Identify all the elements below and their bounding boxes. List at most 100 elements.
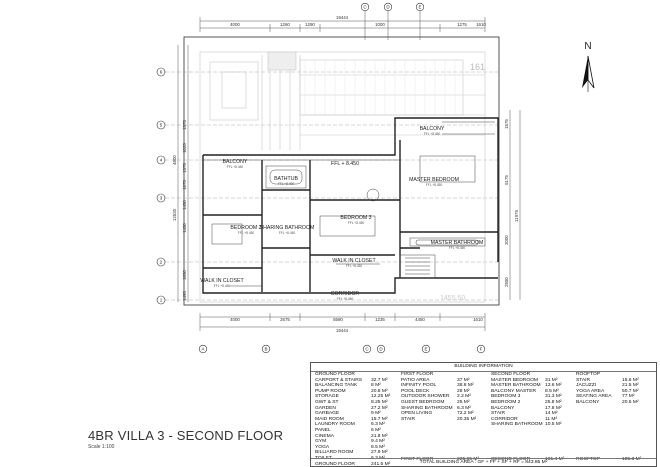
first-row-label: OUTDOOR SHOWER <box>401 394 450 400</box>
grid-col-a: A <box>201 347 204 352</box>
bottom-dim-5: 4450 <box>415 317 425 322</box>
bottom-grid-bubbles <box>198 344 486 354</box>
ground-row-value: 12.25 M² <box>371 394 391 400</box>
ground-row-label: STORAGE <box>315 394 339 400</box>
ground-row-label: GYM <box>315 439 327 445</box>
ground-row-value: 32.7 M² <box>371 377 388 383</box>
ground-row-label: YOGA <box>315 444 330 450</box>
ground-row-value: 8.25 M² <box>371 399 388 405</box>
second-floor-header: SECOND FLOOR <box>491 372 531 377</box>
second-row-value: 11 M² <box>545 416 558 422</box>
right-dim-1: 1575 <box>504 119 509 129</box>
first-row: STAIR 20.35 M² <box>401 417 489 423</box>
room-walk-in-closet-right-ffl: FFL +8.450 <box>346 264 362 268</box>
ground-row-value: 21.8 M² <box>371 433 388 439</box>
room-walk-in-closet-left-ffl: FFL +8.450 <box>214 284 230 288</box>
ground-row-label: GROUND FLOOR <box>315 461 355 467</box>
left-dim-9: 1850 <box>182 270 187 280</box>
rooftop-row-value: 21.5 M² <box>622 383 639 389</box>
room-ffl-marker: FFL + 8.450 <box>331 161 359 167</box>
building-information-title: BUILDING INFORMATION <box>311 363 656 372</box>
second-row-label: SHARING BATHROOM <box>491 422 543 428</box>
first-row-value: 20.35 M² <box>457 416 477 422</box>
left-dimension-chain <box>177 45 189 302</box>
second-row-value: 13.6 M² <box>545 383 562 389</box>
rooftop-row-label: STAIR <box>576 377 591 383</box>
ground-row-label: MAID ROOM <box>315 416 344 422</box>
ground-row-value: 20.8 M² <box>371 388 388 394</box>
right-dim-5: 2550 <box>504 277 509 287</box>
first-row-value: 72.2 M² <box>457 411 474 417</box>
right-dim-2: 5175 <box>504 175 509 185</box>
ground-row-value: 6.3 M² <box>371 422 385 428</box>
second-row-value: 31 M² <box>545 377 558 383</box>
top-dim-5: 1610 <box>476 22 486 27</box>
right-dimension-chain <box>509 110 521 300</box>
second-floor-total-label: SECOND FLOOR <box>491 457 531 462</box>
room-master-bathroom: MASTER BATHROOM <box>431 240 484 246</box>
grid-row-5: 5 <box>160 123 163 128</box>
second-row-value: 17.8 M² <box>545 405 562 411</box>
room-bathtub-ffl: FFL +8.490 <box>278 182 294 186</box>
bottom-dim-4: 1235 <box>375 317 385 322</box>
rooftop-row-label: YOGA AREA <box>576 388 605 394</box>
ground-row-value: 6 M² <box>371 427 381 433</box>
ground-row-label: PANEL <box>315 427 331 433</box>
second-row-label: BEDROOM 2 <box>491 399 521 405</box>
grid-row-1: 1 <box>160 298 163 303</box>
room-balcony-master: BALCONY <box>420 126 445 132</box>
grid-row-2: 2 <box>160 260 163 265</box>
grid-col-d: D <box>379 347 383 352</box>
second-floor-total-value: 181.4 M² <box>545 457 565 462</box>
ground-row-label: BALANCING TANK <box>315 383 358 389</box>
first-row-value: 37 M² <box>457 377 470 383</box>
ground-row-value: 8.5 M² <box>371 444 385 450</box>
bottom-dim-3: 5590 <box>333 317 343 322</box>
ground-row: PANEL 6 M² <box>315 428 399 434</box>
left-dim-8: 1450 <box>182 223 187 233</box>
rooftop-row-label: BALCONY <box>576 399 600 405</box>
grid-top-d: D <box>386 5 390 10</box>
room-balcony-left-ffl: FFL +8.450 <box>227 165 243 169</box>
ground-row: STORAGE 12.25 M² <box>315 394 399 400</box>
underlay-hatch <box>304 60 456 115</box>
rooftop-row-label: JACUZZI <box>576 383 597 389</box>
grid-row-6: 6 <box>160 70 163 75</box>
underlay-label-bottom: 1455 50 <box>440 295 465 302</box>
ground-row-label: CINEMA <box>315 433 335 439</box>
ground-row-label: GWT & ST <box>315 399 339 405</box>
title-block: 4BR VILLA 3 - SECOND FLOOR Scale 1:100 <box>88 428 283 450</box>
grid-top-e: E <box>418 5 421 10</box>
top-dim-4: 1275 <box>457 22 467 27</box>
first-row-label: PATIO AREA <box>401 377 430 383</box>
ground-row-value: 15.7 M² <box>371 416 388 422</box>
top-dim-mid: 1000 <box>375 22 385 27</box>
rooftop-total-value: 185.3 M² <box>622 457 642 462</box>
bottom-dimension-chain <box>199 313 486 331</box>
underlay-floor <box>199 51 486 303</box>
first-row-label: POOL DECK <box>401 388 430 394</box>
room-master-bedroom-ffl: FFL +8.450 <box>426 183 442 187</box>
ground-row-value: 27.9 M² <box>371 450 388 456</box>
room-corridor-ffl: FFL +8.450 <box>337 297 353 301</box>
first-row-label: STAIR <box>401 416 416 422</box>
drawing-scale: Scale 1:100 <box>88 444 115 450</box>
ground-row: MAID ROOM 15.7 M² <box>315 417 399 423</box>
